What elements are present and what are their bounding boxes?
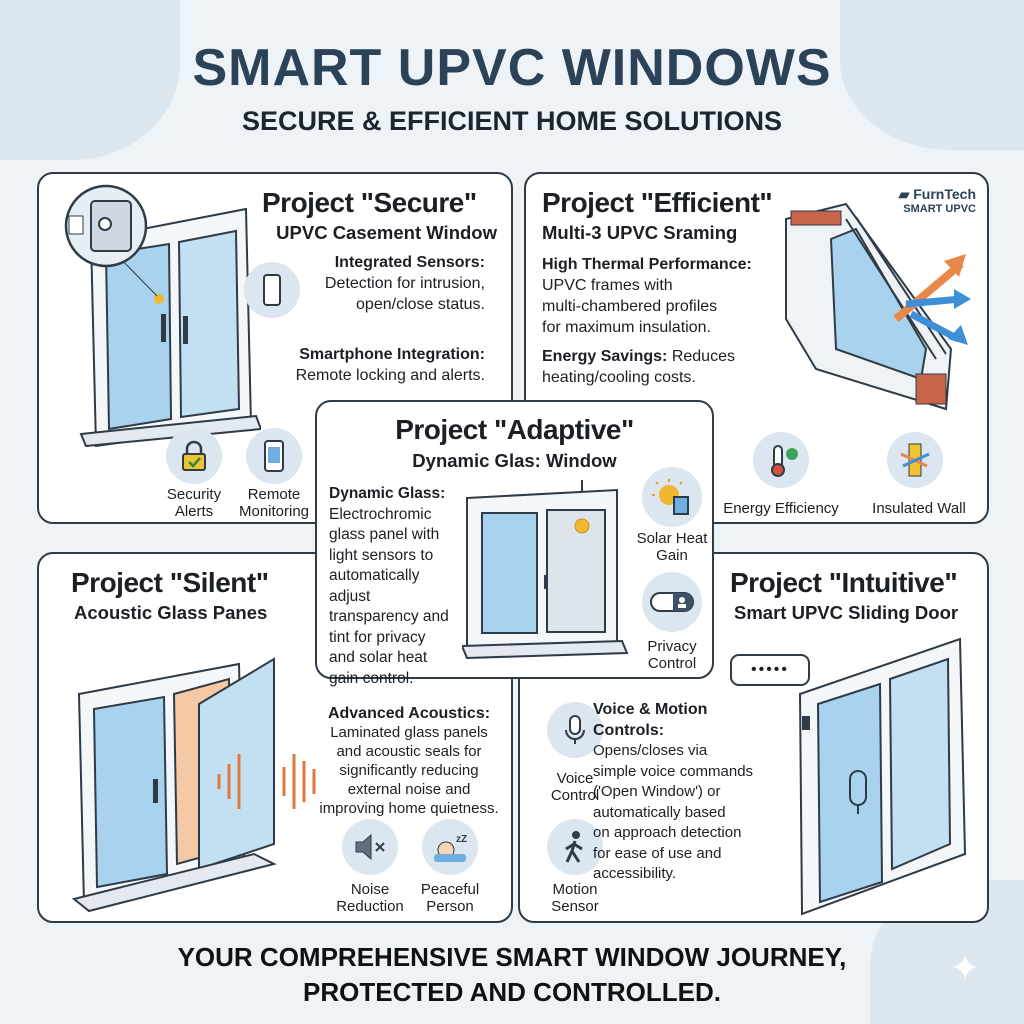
text-line: significantly reducing [339,762,479,779]
card-title: Project "Intuitive" [730,567,958,598]
controls-heading: Controls: [593,721,665,739]
text-line: automatically [329,567,420,584]
card-title: Project "Adaptive" [395,414,634,445]
speaker-mute-icon [342,819,398,875]
footer-line: PROTECTED AND CONTROLLED. [303,977,721,1007]
text-line: for ease of use and [593,844,722,862]
sun-glass-icon [642,467,702,527]
glass-text: Dynamic Glass: Electrochromic glass pane… [329,484,449,689]
privacy-toggle-icon [642,572,702,632]
card-adaptive: Project "Adaptive" Dynamic Glas: Window … [315,400,714,687]
text-line: gain control. [329,669,414,687]
phone-text: Smartphone Integration: Remote locking a… [296,344,485,386]
speech-bubble: ••••• [730,654,810,686]
acoustics-heading: Advanced Acoustics: [327,705,491,722]
phone-heading: Smartphone Integration: [299,346,485,363]
text-line: external noise and [347,781,471,798]
svg-text:zZ: zZ [456,834,467,845]
acoustics-text: Advanced Acoustics: Laminated glass pane… [309,704,509,818]
text-line: on approach detection [593,824,742,841]
icon-label: Insulated Wall [872,500,966,517]
casement-window-illustration [64,184,261,448]
text-line: and acoustic seals for [336,743,482,760]
text-line: heating/cooling costs. [542,369,696,386]
card-subtitle: Acoustic Glass Panes [74,602,268,623]
text-line: ('Open Window') or [593,783,721,800]
text-line: open/close status. [356,296,485,313]
icon-label: Energy Efficiency [723,500,839,517]
controls-text: Voice & Motion Controls: Opens/closes vi… [593,700,753,885]
card-silent: Project "Silent" Acoustic Glass Panes Ad… [37,552,513,923]
thermometer-icon [753,432,809,488]
card-efficient: Project "Efficient" Multi-3 UPVC Sraming… [524,172,989,524]
text-line: Laminated glass panels [330,724,488,741]
card-subtitle: Dynamic Glas: Window [412,450,617,471]
card-intuitive: Project "Intuitive" Smart UPVC Sliding D… [518,552,989,923]
sleeping-person-icon: zZ [422,819,478,875]
footer-line: YOUR COMPREHENSIVE SMART WINDOW JOURNEY, [177,942,847,972]
text-line: Detection for intrusion, [324,275,485,292]
text-line: for maximum insulation. [542,319,711,336]
text-line: light sensors to [329,546,434,564]
text-line: UPVC frames with [542,277,673,294]
text-line: Remote locking and alerts. [295,367,485,384]
controls-heading: Voice & Motion [593,701,708,718]
text-line: Opens/closes via [593,742,708,759]
card-title: Project "Silent" [71,567,269,598]
insulated-wall-icon [887,432,943,488]
walking-person-icon [547,819,603,875]
dynamic-glass-window-illustration [462,480,629,660]
text-line: simple voice commands [593,762,754,780]
text-line: and solar heat [329,649,428,666]
furntech-logo: ▰ FurnTech SMART UPVC [898,186,976,215]
text-line: tint for privacy [329,628,426,646]
door-sensor-icon [244,262,300,318]
sensors-text: Integrated Sensors: Detection for intrus… [325,252,485,315]
thermal-heading: High Thermal Performance: [542,256,752,273]
text-line: glass panel with [329,526,440,543]
page-subtitle: SECURE & EFFICIENT HOME SOLUTIONS [241,106,783,136]
text-line: multi-chambered profiles [542,298,718,315]
frame-profile-illustration [785,202,971,411]
card-subtitle: UPVC Casement Window [276,222,497,243]
card-subtitle: Multi-3 UPVC Sraming [542,222,738,243]
energy-heading: Energy Savings: [542,348,668,365]
sliding-door-illustration [798,637,967,916]
acoustic-window-illustration [71,657,316,913]
text-line: Electrochromic [329,505,432,523]
page-title: SMART UPVC WINDOWS [192,39,832,97]
text-line: improving home quietness. [319,800,499,817]
thermal-text: High Thermal Performance: UPVC frames wi… [542,254,752,338]
microphone-icon [547,702,603,758]
sensors-heading: Integrated Sensors: [334,254,485,271]
lock-check-icon [166,428,222,484]
card-subtitle: Smart UPVC Sliding Door [734,602,959,623]
smartphone-icon [246,428,302,484]
text-line: Reduces [667,348,735,365]
text-line: accessibility. [593,865,677,882]
sparkle-icon: ✦ [950,947,981,988]
card-title: Project "Efficient" [542,187,773,218]
glass-heading: Dynamic Glass: [329,485,446,502]
card-title: Project "Secure" [262,187,477,218]
footer-tagline: YOUR COMPREHENSIVE SMART WINDOW JOURNEY,… [0,940,1024,1010]
text-line: transparency and [329,608,449,625]
text-line: adjust [329,587,371,605]
text-line: automatically based [593,803,726,821]
energy-text: Energy Savings: Reduces heating/cooling … [542,346,735,388]
